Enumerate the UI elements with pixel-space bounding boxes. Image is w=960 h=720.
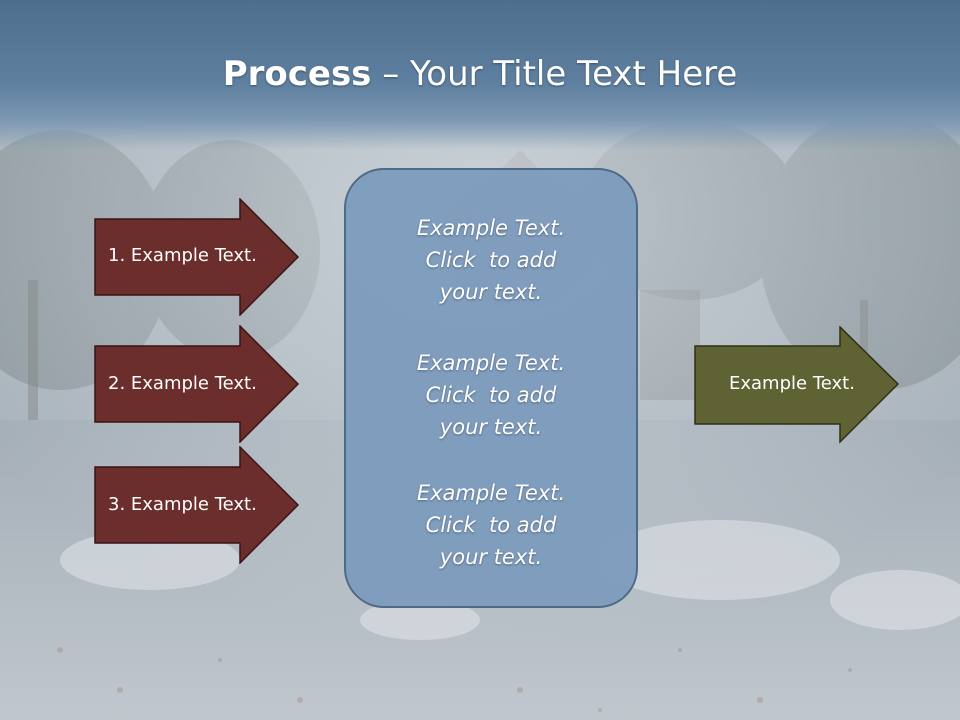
process-text-3-line3: your text. — [439, 545, 543, 569]
input-arrow-1-label: 1. Example Text. — [108, 245, 257, 266]
process-text-1-line1: Example Text. — [416, 216, 566, 240]
input-arrow-2[interactable] — [94, 325, 300, 443]
output-arrow-label: Example Text. — [729, 373, 855, 394]
process-text-2-line2: Click to add — [425, 383, 557, 407]
slide-title[interactable]: Process – Your Title Text Here — [0, 52, 960, 96]
input-arrow-1[interactable] — [94, 198, 300, 316]
process-text-2-line3: your text. — [439, 415, 543, 439]
process-text-1[interactable]: Example Text. Click to add your text. — [344, 212, 638, 308]
process-text-3-line1: Example Text. — [416, 481, 566, 505]
process-text-1-line2: Click to add — [425, 248, 557, 272]
input-arrow-3[interactable] — [94, 446, 300, 564]
process-text-3-line2: Click to add — [425, 513, 557, 537]
input-arrow-3-label: 3. Example Text. — [108, 494, 257, 515]
title-rest: – Your Title Text Here — [371, 54, 738, 94]
process-text-3[interactable]: Example Text. Click to add your text. — [344, 477, 638, 573]
title-band — [0, 0, 960, 150]
process-text-2-line1: Example Text. — [416, 351, 566, 375]
process-text-2[interactable]: Example Text. Click to add your text. — [344, 347, 638, 443]
output-arrow[interactable] — [694, 326, 900, 444]
process-text-1-line3: your text. — [439, 280, 543, 304]
input-arrow-2-label: 2. Example Text. — [108, 373, 257, 394]
process-box[interactable] — [344, 168, 638, 608]
title-strong: Process — [222, 54, 372, 94]
